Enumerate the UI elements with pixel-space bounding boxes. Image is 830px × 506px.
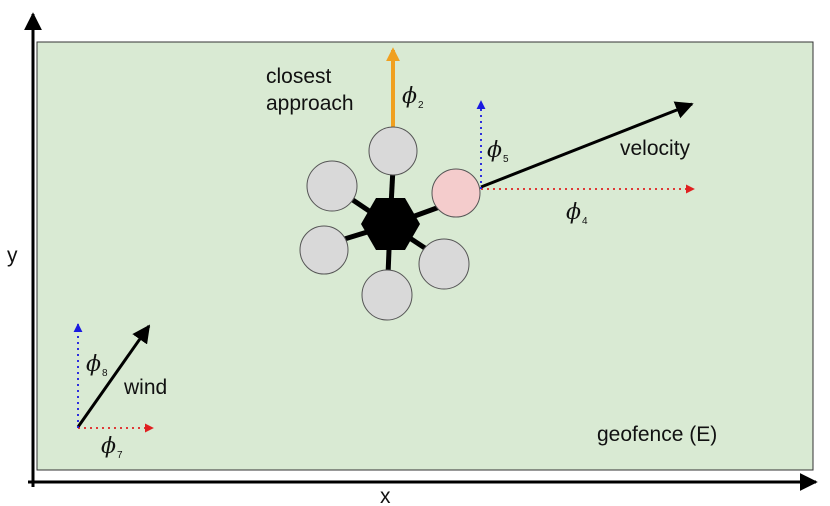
- phi5-label: ϕ 5: [487, 138, 509, 165]
- svg-text:2: 2: [418, 100, 424, 111]
- rotor-lower-right: [418, 238, 470, 290]
- geofence-label: geofence (E): [597, 423, 717, 446]
- closest-approach-label-line2: approach: [266, 92, 354, 115]
- svg-text:5: 5: [503, 154, 509, 165]
- phi2-label: ϕ 2: [402, 84, 424, 111]
- phi7-label: ϕ 7: [101, 434, 123, 461]
- svg-text:7: 7: [117, 450, 123, 461]
- wind-label: wind: [123, 376, 167, 399]
- svg-text:ϕ: ϕ: [101, 434, 116, 459]
- rotor-top: [368, 126, 418, 176]
- svg-text:ϕ: ϕ: [402, 84, 417, 109]
- rotor-lower-left: [299, 225, 349, 275]
- closest-approach-label-line1: closest: [266, 65, 332, 88]
- rotor-upper-right-highlighted: [431, 168, 481, 218]
- svg-text:4: 4: [582, 216, 588, 227]
- rotor-bottom: [361, 269, 413, 321]
- velocity-arrow: [480, 101, 694, 189]
- svg-text:ϕ: ϕ: [566, 200, 581, 225]
- rotor-upper-left: [306, 160, 358, 212]
- y-axis-label: y: [7, 244, 18, 267]
- svg-text:ϕ: ϕ: [487, 138, 502, 163]
- phi4-label: ϕ 4: [566, 200, 588, 227]
- svg-text:ϕ: ϕ: [86, 352, 101, 377]
- wind-arrow: [76, 324, 151, 428]
- x-axis-label: x: [380, 485, 391, 506]
- velocity-label: velocity: [620, 137, 691, 160]
- phi8-label: ϕ 8: [86, 352, 108, 379]
- svg-text:8: 8: [102, 368, 108, 379]
- drone-body: [361, 198, 420, 250]
